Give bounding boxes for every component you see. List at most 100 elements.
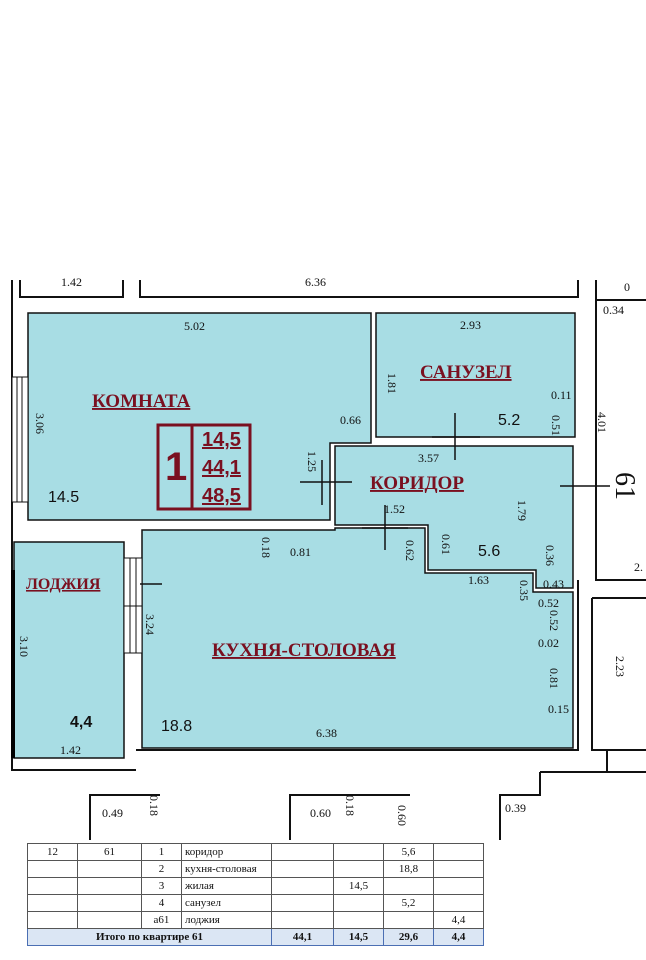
table-cell: а61 (141, 911, 182, 929)
room-name-komnata: КОМНАТА (92, 391, 191, 412)
table-cell (333, 894, 384, 912)
dim-label: 0 (624, 280, 630, 294)
dim-label: 0.02 (538, 636, 559, 650)
table-cell: 3 (141, 877, 182, 895)
table-cell: 61 (77, 843, 142, 861)
table-cell: 12 (27, 843, 78, 861)
dim-label: 1.42 (60, 743, 81, 757)
table-cell (77, 894, 142, 912)
table-cell: лоджия (181, 911, 272, 929)
dim-label: 1.25 (305, 451, 319, 472)
table-cell (383, 911, 434, 929)
room-name-lodzhia: ЛОДЖИЯ (26, 576, 101, 593)
dim-label: 0.34 (603, 303, 624, 317)
table-cell (27, 877, 78, 895)
room-name-koridor: КОРИДОР (370, 473, 464, 494)
room-name-kuhnya: КУХНЯ-СТОЛОВАЯ (212, 640, 396, 661)
dim-label: 0.52 (547, 610, 561, 631)
room-area-komnata: 14.5 (48, 489, 79, 506)
dim-label: 1.63 (468, 573, 489, 587)
room-komnata (27, 312, 372, 521)
room-area-sanuzel: 5.2 (498, 412, 520, 429)
dim-label: 1.52 (384, 502, 405, 516)
table-cell (333, 860, 384, 878)
dim-label: 4.01 (595, 412, 609, 433)
dim-label: 1.79 (515, 500, 529, 521)
table-cell: 1 (141, 843, 182, 861)
dim-label: 0.81 (290, 545, 311, 559)
walls (11, 280, 646, 840)
dim-label: 0.18 (343, 795, 357, 816)
dim-label: 0.36 (543, 545, 557, 566)
dim-label: 0.18 (147, 795, 161, 816)
apartment-number: 61 (609, 472, 640, 500)
lodzhia-outer-wall (11, 570, 15, 758)
table-cell: жилая (181, 877, 272, 895)
dim-label: 3.06 (33, 413, 47, 434)
room-name-sanuzel: САНУЗЕЛ (420, 362, 512, 383)
dim-label: 0.66 (340, 413, 361, 427)
table-cell: 14,5 (333, 877, 384, 895)
table-cell (77, 877, 142, 895)
table-cell (433, 843, 484, 861)
badge-value-total: 44,1 (202, 457, 241, 479)
table-cell (27, 894, 78, 912)
dim-label: 0.18 (259, 537, 273, 558)
dim-label: 0.51 (549, 415, 563, 436)
table-cell: 4,4 (433, 911, 484, 929)
dim-label: 2.93 (460, 318, 481, 332)
dim-label: 0.62 (403, 540, 417, 561)
table-cell: 5,6 (383, 843, 434, 861)
table-cell (433, 894, 484, 912)
table-cell: 2 (141, 860, 182, 878)
table-cell (77, 911, 142, 929)
dim-label: 0.43 (543, 577, 564, 591)
apartment-badge: 1 14,5 44,1 48,5 (156, 423, 252, 511)
room-area-lodzhia: 4,4 (70, 714, 92, 731)
dim-label: 5.02 (184, 319, 205, 333)
dim-label: 0.15 (548, 702, 569, 716)
dimension-labels: 1.42 6.36 0 0.34 5.02 2.93 0.66 0.11 3.5… (17, 275, 643, 826)
badge-value-total-loggia: 48,5 (202, 485, 241, 507)
table-cell (433, 877, 484, 895)
table-cell: 18,8 (383, 860, 434, 878)
dim-label: 2. (634, 560, 643, 574)
dim-label: 0.35 (517, 580, 531, 601)
table-cell (333, 911, 384, 929)
total-value: 44,1 (271, 928, 334, 946)
dim-label: 0.49 (102, 806, 123, 820)
room-area-koridor: 5.6 (478, 543, 500, 560)
dim-label: 3.57 (418, 451, 439, 465)
dim-label: 0.39 (505, 801, 526, 815)
badge-number: 1 (165, 445, 187, 489)
rooms (13, 312, 576, 759)
table-cell (271, 860, 334, 878)
room-sanuzel (375, 312, 576, 438)
door-markers (140, 413, 610, 585)
room-area-kuhnya: 18.8 (161, 718, 192, 735)
table-cell (27, 911, 78, 929)
total-value: 14,5 (333, 928, 384, 946)
table-cell (27, 860, 78, 878)
dim-label: 2.23 (613, 656, 627, 677)
dim-label: 3.10 (17, 636, 31, 657)
table-cell (383, 877, 434, 895)
table-cell: санузел (181, 894, 272, 912)
room-koridor (334, 445, 574, 589)
table-cell (333, 843, 384, 861)
dim-label: 0.11 (551, 388, 572, 402)
table-cell: 4 (141, 894, 182, 912)
table-cell (271, 911, 334, 929)
dim-label: 1.81 (385, 373, 399, 394)
dim-label: 0.52 (538, 596, 559, 610)
room-kuhnya (141, 527, 574, 749)
table-cell (271, 877, 334, 895)
dim-label: 3.24 (143, 614, 157, 635)
dim-label: 1.42 (61, 275, 82, 289)
